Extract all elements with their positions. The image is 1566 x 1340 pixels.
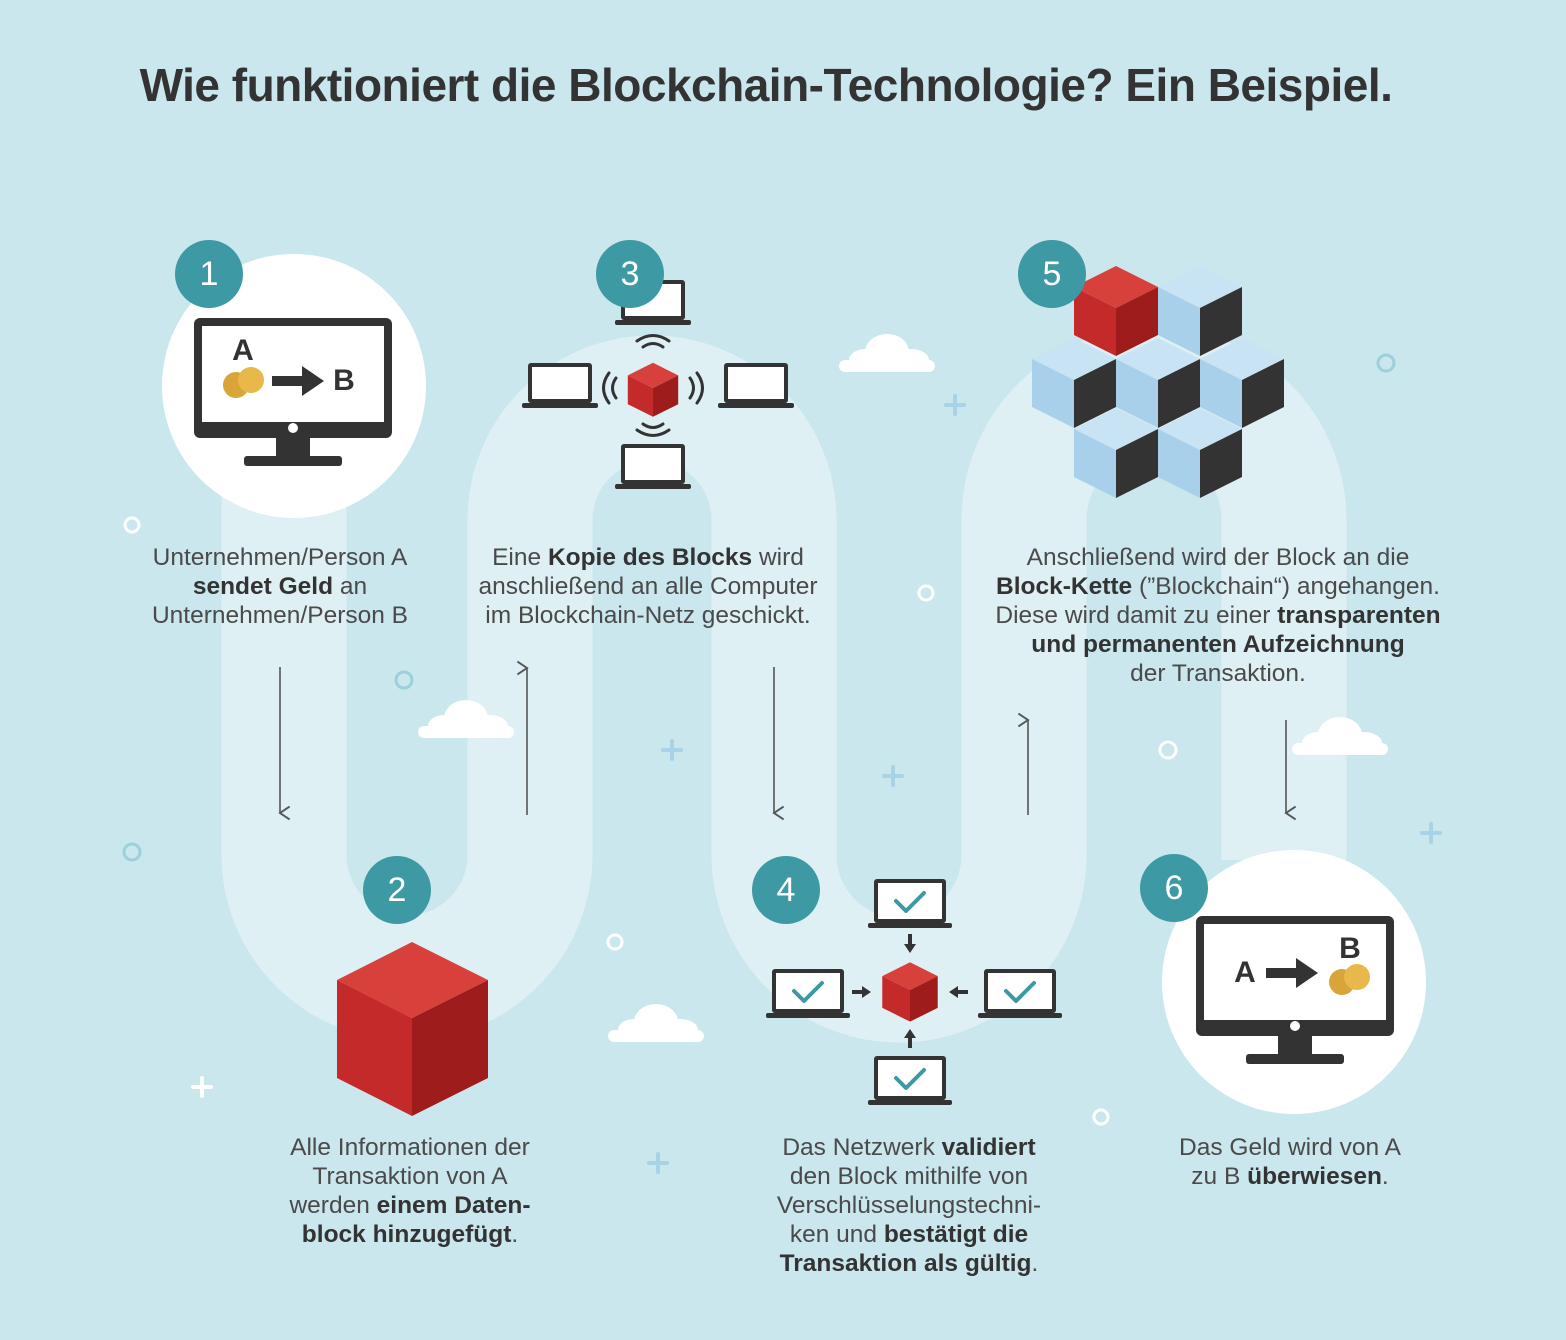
step-number-1: 1 bbox=[175, 240, 243, 308]
cloud bbox=[839, 334, 935, 372]
description-run: und permanenten Aufzeichnung bbox=[1031, 631, 1405, 658]
description-run: Transaktion als gültig bbox=[779, 1250, 1032, 1277]
arrow-icon bbox=[852, 934, 968, 1048]
description-run: Anschließend wird der Block an die bbox=[1026, 544, 1410, 571]
coin-icon bbox=[223, 367, 264, 398]
laptop-check-icon bbox=[866, 1054, 954, 1107]
description-run: Alle Informationen der bbox=[290, 1134, 530, 1161]
step-number-5: 5 bbox=[1018, 240, 1086, 308]
step-6-illustration: A B bbox=[1162, 850, 1426, 1114]
decorative-plus bbox=[191, 394, 1442, 1174]
description-run: Diese wird damit zu einer bbox=[995, 602, 1278, 629]
description-run: der Transaktion. bbox=[1130, 660, 1306, 687]
description-run: Unternehmen/Person A bbox=[152, 544, 408, 571]
monitor-1-label-a: A bbox=[232, 334, 254, 367]
description-run: Das Geld wird von A bbox=[1179, 1134, 1401, 1161]
description-run: den Block mithilfe von bbox=[789, 1163, 1029, 1190]
description-run: werden bbox=[289, 1192, 377, 1219]
description-run: einem Daten- bbox=[376, 1192, 531, 1219]
description-run: Transaktion von A bbox=[312, 1163, 508, 1190]
description-run: . bbox=[1031, 1250, 1039, 1277]
description-run: Block-Kette bbox=[996, 573, 1133, 600]
step-number-2: 2 bbox=[363, 856, 431, 924]
description-run: validiert bbox=[941, 1134, 1036, 1161]
laptop-icon bbox=[718, 363, 794, 408]
description-run: überwiesen bbox=[1247, 1163, 1382, 1190]
description-run: Unternehmen/Person B bbox=[151, 602, 409, 629]
description-run: ken und bbox=[789, 1221, 884, 1248]
flow-arrows bbox=[278, 660, 1297, 821]
signal-icon bbox=[602, 334, 704, 437]
monitor-6-label-b: B bbox=[1339, 932, 1361, 965]
coin-icon bbox=[1329, 964, 1370, 995]
laptop-check-icon bbox=[764, 967, 852, 1020]
laptop-check-icon bbox=[866, 877, 954, 930]
step-number-3: 3 bbox=[596, 240, 664, 308]
step-2-red-cube bbox=[337, 942, 488, 1116]
cloud bbox=[608, 1004, 704, 1042]
description-run: Das Netzwerk bbox=[782, 1134, 942, 1161]
description-run: (”Blockchain“) angehangen. bbox=[1132, 573, 1440, 600]
monitor-1-label-b: B bbox=[333, 364, 355, 397]
description-run: wird bbox=[752, 544, 804, 571]
description-run: im Blockchain-Netz geschickt. bbox=[485, 602, 811, 629]
step-number-6: 6 bbox=[1140, 854, 1208, 922]
description-run: bestätigt die bbox=[883, 1221, 1029, 1248]
laptop-icon bbox=[522, 363, 598, 408]
description-run: transparenten bbox=[1277, 602, 1441, 629]
description-run: . bbox=[511, 1221, 519, 1248]
page-title: Wie funktioniert die Blockchain-Technolo… bbox=[139, 59, 1393, 111]
step-1-illustration: A B bbox=[162, 254, 426, 518]
step-4-illustration bbox=[764, 877, 1064, 1107]
description-run: anschließend an alle Computer bbox=[478, 573, 818, 600]
description-run: Eine bbox=[492, 544, 548, 571]
laptop-icon bbox=[615, 444, 691, 489]
description-run: an bbox=[333, 573, 368, 600]
description-run: block hinzugefügt bbox=[301, 1221, 512, 1248]
description-run: sendet Geld bbox=[192, 573, 334, 600]
monitor-6-label-a: A bbox=[1234, 956, 1256, 989]
step-3-illustration bbox=[522, 280, 794, 489]
description-run: Kopie des Blocks bbox=[547, 544, 753, 571]
description-run: Verschlüsselungstechni- bbox=[776, 1192, 1042, 1219]
laptop-check-icon bbox=[976, 967, 1064, 1020]
decorative-dots bbox=[122, 353, 1396, 1126]
arrow-icon bbox=[272, 366, 324, 396]
step-number-4: 4 bbox=[752, 856, 820, 924]
description-run: . bbox=[1381, 1163, 1389, 1190]
description-run: zu B bbox=[1191, 1163, 1248, 1190]
arrow-icon bbox=[1266, 958, 1318, 988]
